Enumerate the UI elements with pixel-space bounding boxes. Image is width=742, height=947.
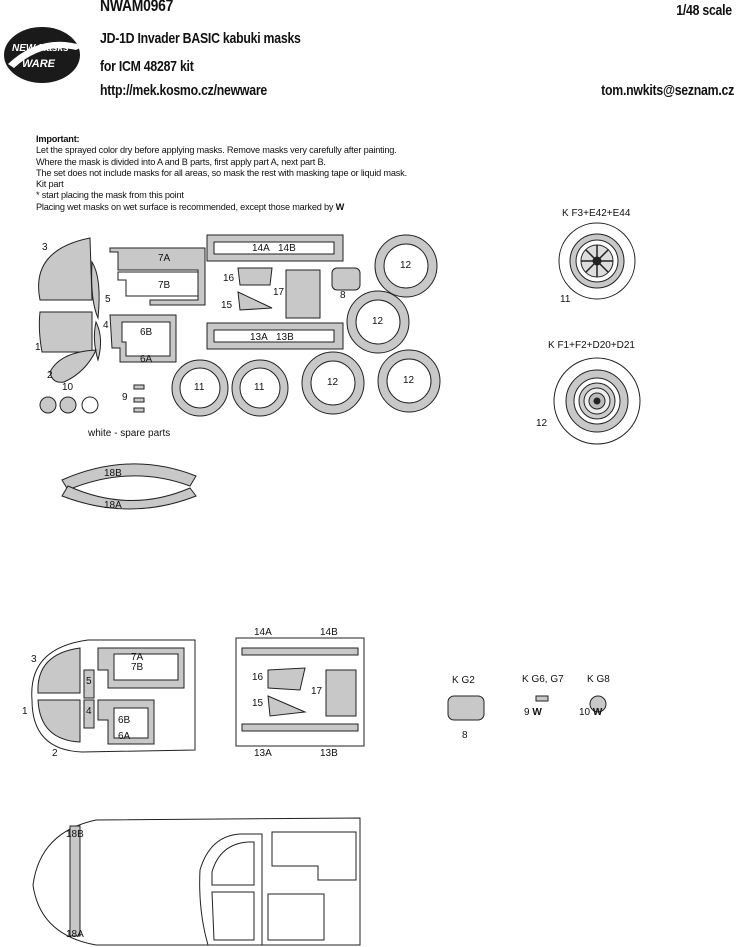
mask-3 bbox=[38, 237, 93, 301]
label-16: 16 bbox=[223, 273, 235, 284]
wheel-lower-num: 12 bbox=[536, 418, 548, 429]
label-6b: 6B bbox=[140, 327, 153, 338]
scale-label: 1/48 scale bbox=[676, 2, 732, 19]
note-line: Kit part bbox=[36, 179, 64, 190]
mask-10 bbox=[39, 396, 57, 414]
mask-18b bbox=[61, 463, 197, 491]
label-4: 4 bbox=[103, 320, 109, 331]
product-code: NWAM0967 bbox=[100, 0, 174, 15]
email-link[interactable]: tom.nwkits@seznam.cz bbox=[601, 82, 734, 99]
canopy-placement bbox=[32, 817, 361, 946]
kit-parts bbox=[447, 695, 607, 721]
place-label-17: 17 bbox=[311, 686, 323, 697]
spare-parts-note: white - spare parts bbox=[88, 428, 171, 439]
svg-text:WARE: WARE bbox=[22, 58, 56, 70]
label-12: 12 bbox=[400, 260, 412, 271]
note-line: * start placing the mask from this point bbox=[36, 190, 184, 201]
label-12: 12 bbox=[403, 375, 415, 386]
note-line: The set does not include masks for all a… bbox=[36, 167, 407, 178]
mask-17 bbox=[285, 269, 321, 319]
website-link[interactable]: http://mek.kosmo.cz/newware bbox=[100, 82, 267, 99]
placement-view-b bbox=[235, 637, 365, 747]
mask-2 bbox=[49, 349, 97, 383]
label-8: 8 bbox=[340, 290, 346, 301]
place-label-1: 1 bbox=[22, 706, 28, 717]
label-5: 5 bbox=[105, 294, 111, 305]
place-label-5: 5 bbox=[86, 676, 92, 687]
kit-part-g8: K G8 bbox=[587, 674, 610, 685]
kit-label: for ICM 48287 kit bbox=[100, 58, 194, 75]
label-6a: 6A bbox=[140, 354, 153, 365]
place-label-7b: 7B bbox=[131, 662, 144, 673]
wheel-diagram-upper bbox=[558, 222, 636, 300]
label-12: 12 bbox=[327, 377, 339, 388]
note-line: Let the sprayed color dry before applyin… bbox=[36, 145, 397, 156]
mask-16 bbox=[237, 267, 273, 286]
place-label-7a: 7A bbox=[131, 652, 144, 663]
place-label-13b: 13B bbox=[320, 748, 338, 759]
label-12: 12 bbox=[372, 316, 384, 327]
label-1: 1 bbox=[35, 342, 41, 353]
place-label-6b: 6B bbox=[118, 715, 131, 726]
label-18a: 18A bbox=[104, 500, 122, 511]
placement-view-a bbox=[31, 639, 196, 753]
kit-part-g67: K G6, G7 bbox=[522, 674, 564, 685]
label-18b: 18B bbox=[104, 468, 122, 479]
mask-18a bbox=[61, 485, 197, 510]
label-15: 15 bbox=[221, 300, 233, 311]
mask-5 bbox=[91, 260, 100, 320]
canopy-label-18b: 18B bbox=[66, 829, 84, 840]
label-3: 3 bbox=[42, 242, 48, 253]
wheel-lower-ref: K F1+F2+D20+D21 bbox=[548, 340, 635, 351]
wheel-upper-num: 11 bbox=[560, 294, 571, 305]
label-13b: 13B bbox=[276, 332, 294, 343]
place-label-2: 2 bbox=[52, 748, 58, 759]
place-label-6a: 6A bbox=[118, 731, 131, 742]
svg-text:NEW Masks: NEW Masks bbox=[12, 43, 69, 54]
label-10: 10 bbox=[62, 382, 74, 393]
notes-heading: Important: bbox=[36, 134, 80, 144]
label-11: 11 bbox=[254, 382, 265, 393]
mask-7ab bbox=[109, 247, 206, 306]
note-line: Placing wet masks on wet surface is reco… bbox=[36, 201, 345, 212]
wet-symbol-icon: W bbox=[335, 201, 345, 212]
kit-part-g8-num: 10 W bbox=[579, 707, 603, 718]
wheel-diagram-lower bbox=[553, 357, 641, 445]
label-17: 17 bbox=[273, 287, 285, 298]
mask-4-strip bbox=[93, 320, 102, 362]
product-title: JD-1D Invader BASIC kabuki masks bbox=[100, 30, 301, 47]
place-label-3: 3 bbox=[31, 654, 37, 665]
label-2: 2 bbox=[47, 370, 53, 381]
mask-8 bbox=[331, 267, 361, 291]
place-label-13a: 13A bbox=[254, 748, 272, 759]
newware-logo: NEW Masks WARE bbox=[4, 27, 84, 83]
wet-symbol-icon: W bbox=[592, 707, 603, 718]
place-label-14a: 14A bbox=[254, 627, 272, 638]
canopy-label-18a: 18A bbox=[66, 929, 84, 940]
mask-15 bbox=[237, 291, 273, 311]
label-14a: 14A bbox=[252, 243, 270, 254]
mask-4 bbox=[38, 311, 93, 353]
place-label-14b: 14B bbox=[320, 627, 338, 638]
label-7b: 7B bbox=[158, 280, 171, 291]
wet-symbol-icon: W bbox=[532, 707, 542, 718]
note-line: Where the mask is divided into A and B p… bbox=[36, 156, 326, 167]
wheel-upper-ref: K F3+E42+E44 bbox=[562, 208, 631, 219]
label-14b: 14B bbox=[278, 243, 296, 254]
label-11: 11 bbox=[194, 382, 205, 393]
kit-part-g2-num: 8 bbox=[462, 730, 468, 741]
label-9: 9 bbox=[122, 392, 128, 403]
instructions-notes: Important: Let the sprayed color dry bef… bbox=[36, 134, 516, 213]
place-label-15: 15 bbox=[252, 698, 264, 709]
place-label-4: 4 bbox=[86, 706, 92, 717]
label-7a: 7A bbox=[158, 253, 171, 264]
kit-part-g67-num: 9 W bbox=[524, 707, 542, 718]
place-label-16: 16 bbox=[252, 672, 264, 683]
mask-9 bbox=[133, 384, 145, 390]
kit-part-g2: K G2 bbox=[452, 675, 475, 686]
label-13a: 13A bbox=[250, 332, 268, 343]
